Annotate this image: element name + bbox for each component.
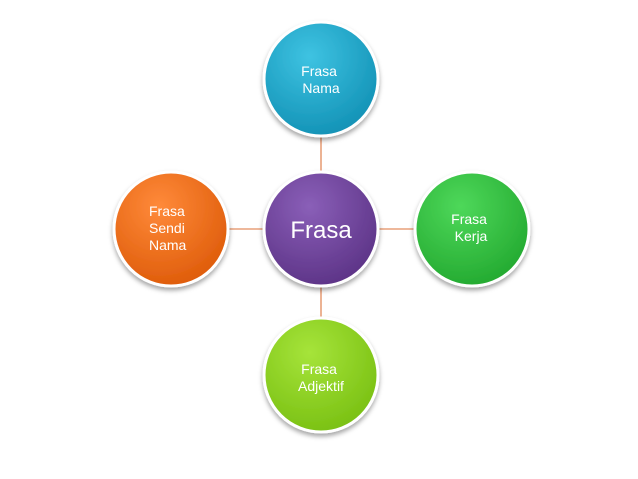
node-frasa-sendi-nama-line-2: Sendi xyxy=(149,220,185,236)
node-frasa-nama-line-2: Nama xyxy=(302,80,340,96)
node-frasa-nama: Frasa Nama xyxy=(262,20,380,138)
node-frasa-adjektif-circle xyxy=(262,316,380,434)
center-node-circle xyxy=(262,170,380,288)
node-frasa-sendi-nama: Frasa Sendi Nama xyxy=(112,170,230,288)
node-frasa-sendi-nama-line-1: Frasa xyxy=(149,203,185,219)
node-frasa-nama-circle xyxy=(262,20,380,138)
node-frasa-sendi-nama-circle xyxy=(112,170,230,288)
node-frasa-kerja-circle xyxy=(413,170,531,288)
center-node-label: Frasa xyxy=(290,217,352,244)
node-frasa-kerja: Frasa Kerja xyxy=(413,170,531,288)
node-frasa-nama-label: Frasa Nama xyxy=(301,63,341,96)
center-node: Frasa xyxy=(262,170,380,288)
node-frasa-sendi-nama-line-3: Nama xyxy=(149,237,187,253)
node-frasa-sendi-nama-label: Frasa Sendi Nama xyxy=(149,203,189,253)
node-frasa-kerja-label: Frasa Kerja xyxy=(451,211,491,244)
node-frasa-adjektif-line-2: Adjektif xyxy=(298,378,344,394)
node-frasa-adjektif: Frasa Adjektif xyxy=(262,316,380,434)
connectors xyxy=(227,136,416,318)
node-frasa-adjektif-label: Frasa Adjektif xyxy=(298,361,344,394)
node-frasa-kerja-line-2: Kerja xyxy=(455,228,488,244)
node-frasa-kerja-line-1: Frasa xyxy=(451,211,487,227)
node-frasa-adjektif-line-1: Frasa xyxy=(301,361,337,377)
node-frasa-nama-line-1: Frasa xyxy=(301,63,337,79)
